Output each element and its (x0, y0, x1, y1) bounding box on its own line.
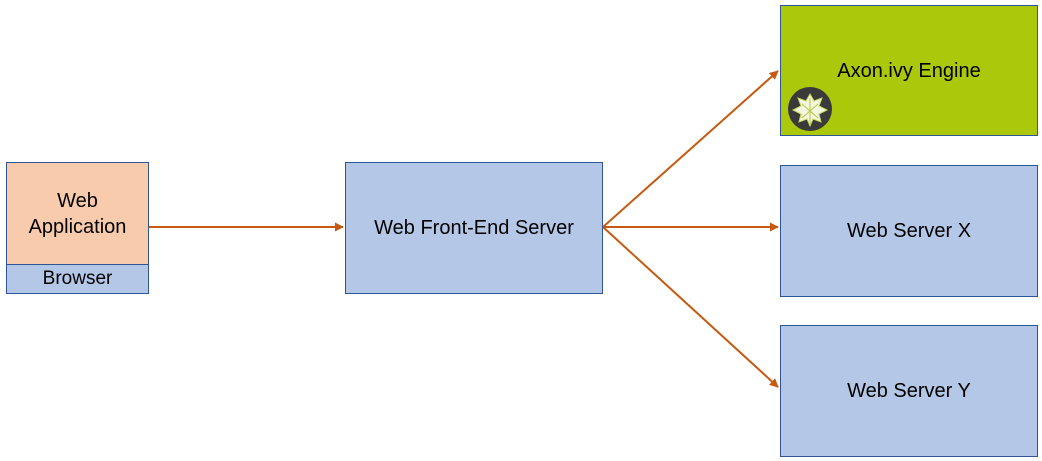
web-server-x-box: Web Server X (780, 165, 1038, 297)
web-application-label: Web Application (28, 189, 127, 238)
axon-ivy-engine-label: Axon.ivy Engine (837, 60, 981, 82)
ivy-leaf-icon (788, 87, 832, 131)
web-frontend-server-box: Web Front-End Server (345, 162, 603, 294)
web-server-y-label: Web Server Y (847, 379, 971, 402)
web-application-box: Web Application (6, 162, 149, 265)
web-frontend-server-label: Web Front-End Server (374, 216, 574, 239)
browser-box: Browser (6, 264, 149, 294)
arrow-frontend-to-server-y (602, 226, 779, 388)
web-server-y-box: Web Server Y (780, 325, 1038, 457)
browser-label: Browser (42, 268, 113, 289)
arrow-frontend-to-engine (602, 70, 779, 228)
web-server-x-label: Web Server X (846, 219, 972, 242)
